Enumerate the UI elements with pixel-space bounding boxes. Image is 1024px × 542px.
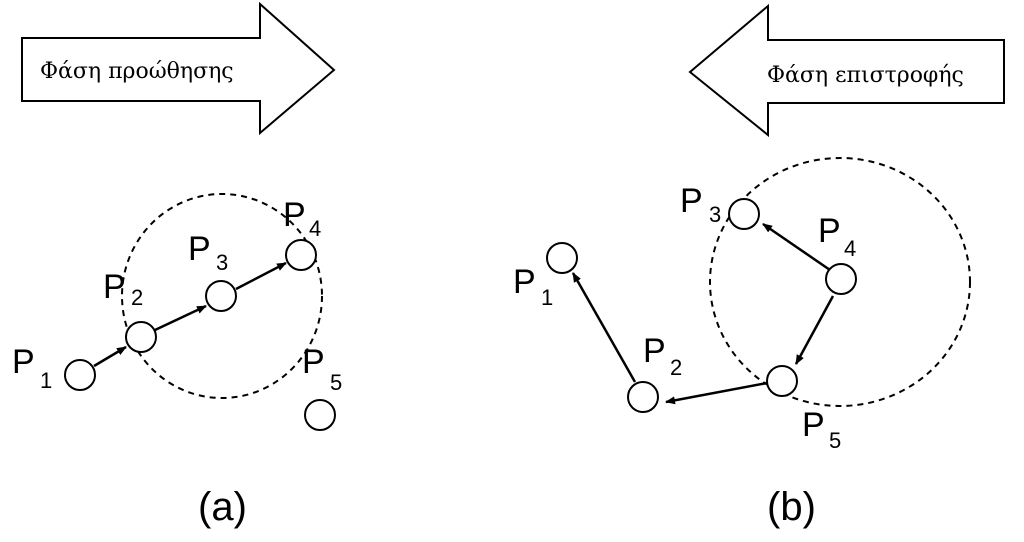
forward-phase-arrow xyxy=(21,1,336,136)
label-p2: P 2 xyxy=(103,268,143,310)
svg-text:P: P xyxy=(513,263,536,301)
svg-text:3: 3 xyxy=(216,250,228,275)
svg-text:P: P xyxy=(12,343,35,381)
arrow-p5-p2 xyxy=(665,381,768,405)
node-p4 xyxy=(825,263,857,295)
node-p4 xyxy=(285,239,317,271)
arrow-p4-p5 xyxy=(794,295,835,365)
svg-text:5: 5 xyxy=(330,370,342,395)
svg-text:4: 4 xyxy=(309,216,321,241)
caption-a: (a) xyxy=(198,485,247,529)
svg-text:P: P xyxy=(802,406,825,444)
arrow-p2-p1 xyxy=(571,272,637,383)
svg-text:1: 1 xyxy=(541,285,553,310)
node-p3 xyxy=(728,198,760,230)
svg-text:P: P xyxy=(680,182,703,220)
label-p4: P 4 xyxy=(818,212,856,261)
node-p1 xyxy=(64,359,96,391)
node-p3 xyxy=(205,280,237,312)
panel-a: Φάση προώθησης P 1 P 2 P 3 P 4 P xyxy=(12,1,342,529)
svg-text:4: 4 xyxy=(844,236,856,261)
neighborhood-circle xyxy=(709,157,971,407)
forward-phase-label: Φάση προώθησης xyxy=(40,59,234,84)
svg-text:P: P xyxy=(818,212,841,250)
panel-b: Φάση επιστροφής P 1 P 2 P 3 P 4 xyxy=(513,3,1005,529)
svg-text:5: 5 xyxy=(829,428,841,453)
svg-text:P: P xyxy=(643,332,666,370)
return-phase-label: Φάση επιστροφής xyxy=(767,63,964,88)
node-p1 xyxy=(546,242,578,274)
svg-text:1: 1 xyxy=(40,368,52,393)
label-p5: P 5 xyxy=(802,406,841,453)
node-p2 xyxy=(125,321,157,353)
label-p1: P 1 xyxy=(513,263,553,310)
svg-text:P: P xyxy=(302,343,325,381)
label-p5: P 5 xyxy=(302,343,342,395)
node-p2 xyxy=(627,381,659,413)
label-p3: P 3 xyxy=(680,182,721,227)
return-phase-arrow xyxy=(688,3,1005,138)
label-p3: P 3 xyxy=(188,230,228,275)
svg-text:3: 3 xyxy=(709,202,721,227)
svg-text:P: P xyxy=(283,196,306,234)
node-p5 xyxy=(766,365,798,397)
svg-text:P: P xyxy=(188,230,211,268)
label-p2: P 2 xyxy=(643,332,682,380)
arrow-p1-p2 xyxy=(93,345,127,368)
arrow-p2-p3 xyxy=(154,304,207,332)
svg-text:2: 2 xyxy=(131,285,143,310)
label-p1: P 1 xyxy=(12,343,52,393)
arrow-p3-p4 xyxy=(235,261,287,291)
svg-text:P: P xyxy=(103,268,126,306)
svg-text:2: 2 xyxy=(670,355,682,380)
arrow-p4-p3 xyxy=(762,222,831,272)
caption-b: (b) xyxy=(767,485,816,529)
label-p4: P 4 xyxy=(283,196,321,241)
neighborhood-circle xyxy=(121,193,323,399)
node-p5 xyxy=(304,399,336,431)
